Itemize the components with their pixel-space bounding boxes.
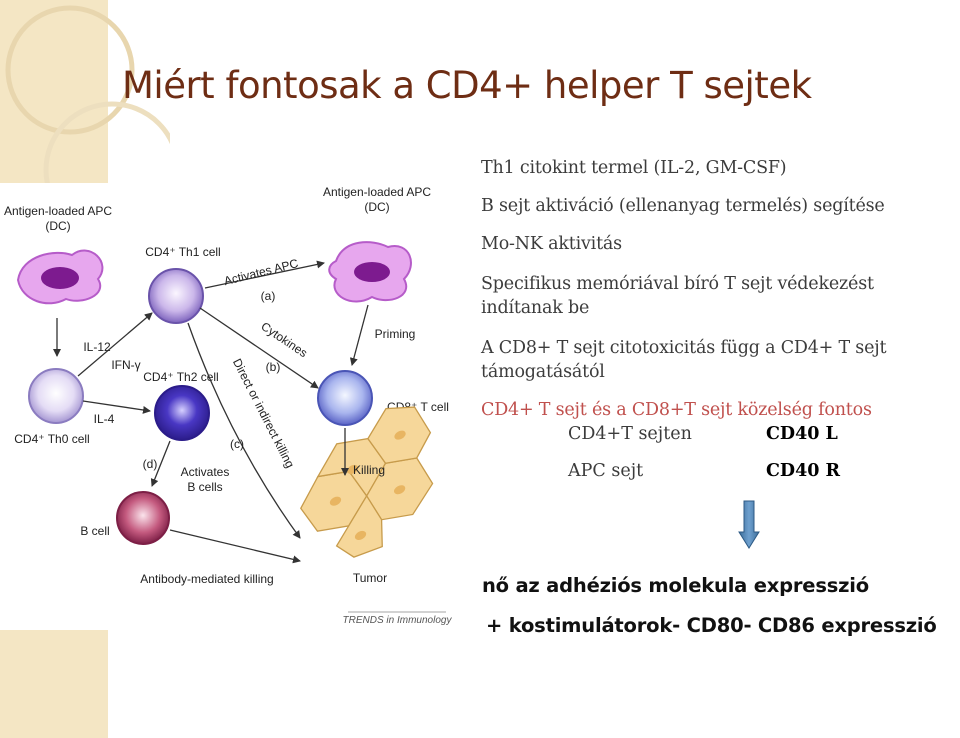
bullet-cd8-2: támogatásától xyxy=(481,362,605,382)
pair-left-apc: APC sejt xyxy=(568,461,644,481)
diagram-credit: TRENDS in Immunology xyxy=(343,615,453,626)
pair-right-cd40l: CD40 L xyxy=(766,424,838,444)
immunology-diagram: Antigen-loaded APC (DC) Antigen-loaded A… xyxy=(0,183,462,630)
th1-cell xyxy=(148,268,204,324)
label-direct-killing: Direct or indirect killing xyxy=(230,356,297,470)
label-activates-b-1: Activates xyxy=(181,465,230,479)
footer-line-2: + kostimulátorok- CD80- CD86 expresszió xyxy=(486,614,937,637)
label-d: (d) xyxy=(143,457,158,471)
arrow-th0-to-th1 xyxy=(77,312,153,377)
label-killing: Killing xyxy=(353,463,385,477)
th0-cell xyxy=(28,368,84,424)
pair-left-cd4: CD4+T sejten xyxy=(568,424,692,444)
th1-label: CD4⁺ Th1 cell xyxy=(145,245,220,259)
th2-cell xyxy=(154,385,210,441)
footer-line-1: nő az adhéziós molekula expresszió xyxy=(482,574,869,597)
tumor-label: Tumor xyxy=(353,571,387,585)
arrow-apc-right-to-cd8 xyxy=(349,304,369,366)
apc-left-nucleus xyxy=(41,267,79,289)
apc-left-label-2: (DC) xyxy=(45,219,70,233)
th0-label: CD4⁺ Th0 cell xyxy=(14,432,89,446)
b-cell-label: B cell xyxy=(80,524,109,538)
label-a: (a) xyxy=(261,289,276,303)
pair-right-cd40r: CD40 R xyxy=(766,461,841,481)
label-b: (b) xyxy=(266,360,281,374)
label-ifn: IFN-γ xyxy=(111,358,140,372)
label-antibody-killing: Antibody-mediated killing xyxy=(140,572,273,586)
diagram-svg: Antigen-loaded APC (DC) Antigen-loaded A… xyxy=(4,185,453,626)
bullet-cd8-1: A CD8+ T sejt citotoxicitás függ a CD4+ … xyxy=(481,338,887,358)
apc-left-label-1: Antigen-loaded APC xyxy=(4,204,112,218)
bullet-proximity: CD4+ T sejt és a CD8+T sejt közelség fon… xyxy=(481,400,872,420)
arrow-bcell-to-tumor xyxy=(169,529,301,564)
cd8-cell xyxy=(317,370,373,426)
arrow-th1-to-apc-right xyxy=(204,260,325,289)
label-il12: IL-12 xyxy=(83,340,111,354)
arrow-th2-to-bcell xyxy=(150,440,171,487)
bullet-memory-2: indítanak be xyxy=(481,298,590,318)
label-cytokines: Cytokines xyxy=(258,319,310,360)
label-il4: IL-4 xyxy=(94,412,115,426)
label-activates-b-2: B cells xyxy=(187,480,222,494)
label-priming: Priming xyxy=(375,327,416,341)
b-cell xyxy=(116,491,170,545)
tumor-cells xyxy=(300,406,434,558)
bullet-bcell: B sejt aktiváció (ellenanyag termelés) s… xyxy=(481,196,885,216)
apc-right-label-1: Antigen-loaded APC xyxy=(323,185,431,199)
bullet-th1: Th1 citokint termel (IL-2, GM-CSF) xyxy=(481,158,787,178)
bullet-memory-1: Specifikus memóriával bíró T sejt védeke… xyxy=(481,274,874,294)
th2-label: CD4⁺ Th2 cell xyxy=(143,370,218,384)
label-c: (c) xyxy=(230,437,244,451)
apc-right-nucleus xyxy=(354,262,390,282)
label-activates-apc: Activates APC xyxy=(222,256,299,288)
slide-title: Miért fontosak a CD4+ helper T sejtek xyxy=(122,64,812,107)
bullet-mo-nk: Mo-NK aktivitás xyxy=(481,234,622,254)
down-arrow-icon xyxy=(738,500,760,549)
arrow-th0-to-th2 xyxy=(82,400,151,414)
arrow-th1-to-cd8 xyxy=(199,307,319,389)
apc-right-label-2: (DC) xyxy=(364,200,389,214)
arrow-th1-to-tumor xyxy=(187,322,301,539)
